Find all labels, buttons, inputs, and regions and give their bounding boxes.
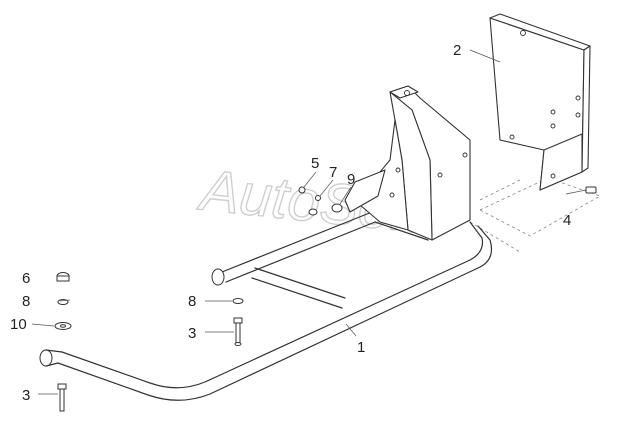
callout-4: 4 [563, 212, 571, 229]
callout-8-left: 8 [22, 293, 30, 310]
callout-9: 9 [347, 171, 355, 188]
frame-tube-part [39, 211, 493, 401]
small-hardware-center [298, 186, 343, 216]
upright-bracket [344, 85, 471, 241]
callout-7: 7 [329, 164, 337, 181]
bolt-part-4 [565, 186, 597, 195]
bolt-part-3-middle [205, 298, 244, 346]
callout-3-middle: 3 [188, 325, 196, 342]
callout-8-middle: 8 [188, 293, 196, 310]
bolt-part-3-lower [38, 383, 67, 412]
callout-labels: 2 1 3 3 4 5 6 7 8 8 9 10 [10, 42, 571, 404]
leader-lines [31, 49, 501, 337]
callout-1: 1 [357, 339, 365, 356]
callout-10: 10 [10, 316, 27, 333]
hardware-stack-left [54, 272, 72, 330]
callout-2: 2 [453, 42, 461, 59]
shield-plate-part [489, 13, 591, 191]
mounting-guide-lines [469, 177, 601, 253]
callout-6: 6 [22, 270, 30, 287]
callout-5: 5 [311, 155, 319, 172]
callout-3-lower: 3 [22, 387, 30, 404]
